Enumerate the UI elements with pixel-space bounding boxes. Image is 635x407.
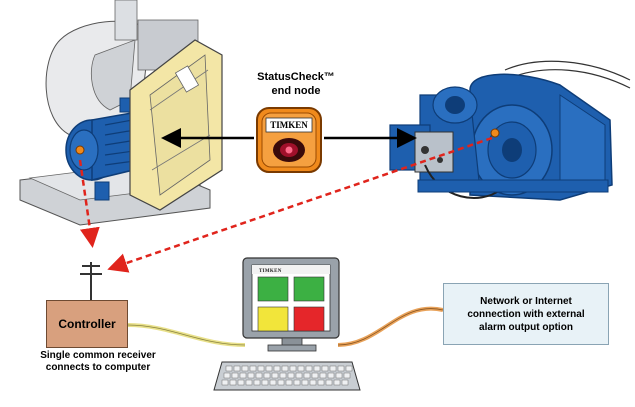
keyboard-key: [345, 365, 353, 372]
end-node-title-line2: end node: [271, 85, 321, 97]
keyboard-key: [223, 372, 231, 379]
keyboard-key: [241, 365, 249, 372]
keyboard-key: [341, 379, 349, 386]
keyboard-key: [327, 372, 335, 379]
keyboard-key: [335, 372, 343, 379]
network-cable: [337, 306, 444, 347]
keyboard-key: [231, 372, 239, 379]
keyboard-key: [279, 372, 287, 379]
keyboard-key: [293, 379, 301, 386]
keyboard-key: [271, 372, 279, 379]
keyboard-key: [297, 365, 305, 372]
keyboard-key: [229, 379, 237, 386]
keyboard-key: [321, 365, 329, 372]
keyboard-key: [237, 379, 245, 386]
keyboard-key: [313, 365, 321, 372]
keyboard-key: [257, 365, 265, 372]
keyboard-key: [225, 365, 233, 372]
fan-motor-machine: [19, 0, 223, 226]
controller-label: Controller: [58, 317, 116, 331]
network-line1: Network or Internet: [480, 295, 572, 307]
keyboard-key: [311, 372, 319, 379]
keyboard-key: [247, 372, 255, 379]
keyboard-key: [281, 365, 289, 372]
keyboard-key: [263, 372, 271, 379]
pump-machine: [389, 60, 631, 201]
status-tile-yellow: [257, 306, 289, 332]
statuscheck-end-node: [256, 107, 322, 173]
status-tile-grid: [257, 276, 325, 332]
status-tile-green: [257, 276, 289, 302]
keyboard-key: [265, 365, 273, 372]
keyboard-key: [317, 379, 325, 386]
receiver-note: Single common receiver connects to compu…: [28, 350, 168, 374]
keyboard-key: [337, 365, 345, 372]
computer-monitor: [242, 257, 340, 352]
keyboard-key: [301, 379, 309, 386]
keyboard-key: [303, 372, 311, 379]
keyboard-key: [343, 372, 351, 379]
keyboard-key: [221, 379, 229, 386]
keyboard-key: [289, 365, 297, 372]
network-label: Network or Internet connection with exte…: [467, 295, 584, 334]
keyboard-key: [253, 379, 261, 386]
keyboard-key: [295, 372, 303, 379]
motor-signal-arrow: [78, 159, 100, 248]
receiver-antenna-icon: [80, 262, 102, 300]
node-brand-label: TIMKEN: [270, 120, 308, 130]
network-box: Network or Internet connection with exte…: [443, 283, 609, 345]
keyboard-key: [287, 372, 295, 379]
receiver-note-line2: connects to computer: [45, 362, 151, 373]
keyboard-key: [249, 365, 257, 372]
monitor-brand-label: TIMKEN: [259, 269, 282, 274]
pump-signal-arrow: [107, 136, 493, 273]
keyboard-key: [277, 379, 285, 386]
receiver-note-line1: Single common receiver: [40, 350, 156, 361]
keyboard-key: [325, 379, 333, 386]
status-tile-red: [293, 306, 325, 332]
keyboard-key: [269, 379, 277, 386]
keyboard-key: [333, 379, 341, 386]
keyboard: [213, 361, 361, 391]
keyboard-key: [255, 372, 263, 379]
keyboard-key: [329, 365, 337, 372]
end-node-title: StatusCheck™ end node: [236, 70, 356, 98]
controller-box: Controller: [46, 300, 128, 348]
status-tile-green: [293, 276, 325, 302]
keyboard-key: [261, 379, 269, 386]
keyboard-key: [233, 365, 241, 372]
keyboard-key: [285, 379, 293, 386]
keyboard-key: [245, 379, 253, 386]
keyboard-key: [273, 365, 281, 372]
network-line2: connection with external: [467, 308, 585, 320]
end-node-title-line1: StatusCheck™: [257, 71, 335, 83]
keyboard-key: [305, 365, 313, 372]
keyboard-key: [239, 372, 247, 379]
network-line3: alarm output option: [479, 321, 573, 333]
keyboard-key: [319, 372, 327, 379]
keyboard-key: [309, 379, 317, 386]
